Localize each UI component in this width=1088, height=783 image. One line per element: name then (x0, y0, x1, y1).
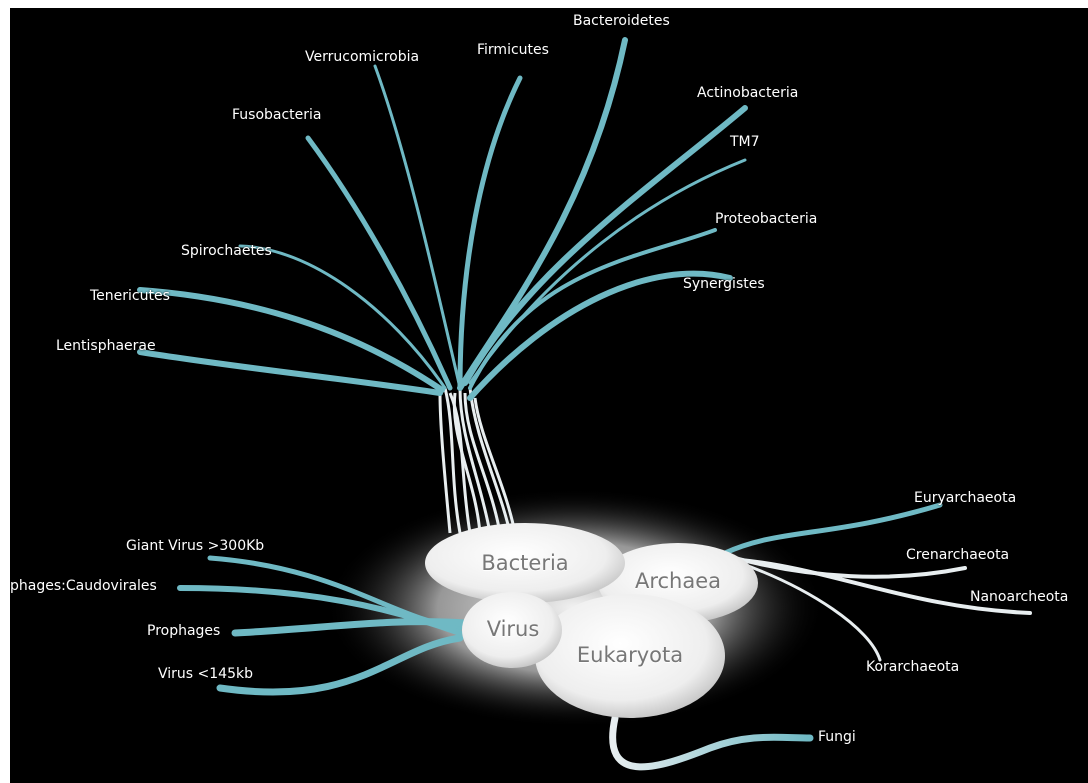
branch-proteobacteria (468, 228, 717, 390)
tree-of-life-diagram: Bacteria Archaea Virus Eukaryota Bactero… (10, 8, 1088, 783)
branches-layer (137, 37, 1032, 771)
label-verrucomicrobia: Verrucomicrobia (305, 49, 420, 65)
label-firmicutes: Firmicutes (477, 42, 549, 58)
branch-tenericutes (137, 287, 445, 393)
label-fusobacteria: Fusobacteria (232, 107, 322, 123)
branch-synergistes (467, 270, 733, 401)
label-proteobacteria: Proteobacteria (715, 211, 818, 227)
branch-spirochaetes (238, 244, 447, 390)
branch-fusobacteria (305, 135, 453, 391)
label-spirochaetes: Spirochaetes (181, 243, 272, 259)
label-fungi: Fungi (818, 729, 856, 745)
domain-virus-label: Virus (486, 617, 540, 641)
branch-korarchaeota (738, 561, 882, 662)
label-virus-small: Virus <145kb (158, 666, 253, 682)
label-nanoarcheota: Nanoarcheota (970, 589, 1069, 605)
branch-actinobacteria (462, 105, 748, 386)
branch-nanoarcheota (738, 558, 1032, 615)
label-giant-virus: Giant Virus >300Kb (126, 538, 265, 554)
branch-lentisphaerae (137, 349, 443, 396)
virus-blob (462, 592, 562, 668)
branch-euryarchaeota (722, 502, 943, 556)
label-bacteroidetes: Bacteroidetes (573, 13, 670, 29)
bacteria-blob (425, 523, 625, 603)
domain-archaea-label: Archaea (634, 569, 722, 593)
label-actinobacteria: Actinobacteria (697, 85, 799, 101)
eukaryota-blob (535, 594, 725, 718)
label-korarchaeota: Korarchaeota (866, 659, 960, 675)
branch-bacteroidetes (457, 37, 628, 391)
domain-eukaryota-label: Eukaryota (576, 643, 684, 667)
label-synergistes: Synergistes (683, 276, 765, 292)
branch-prophages (231, 618, 469, 637)
label-euryarchaeota: Euryarchaeota (914, 490, 1017, 506)
branch-fungi (609, 714, 814, 771)
branch-firmicutes (457, 75, 523, 391)
branch-virus-small (216, 634, 464, 696)
label-caudovirales: phages:Caudovirales (10, 578, 157, 594)
branch-verrucomicrobia (373, 64, 462, 390)
label-prophages: Prophages (147, 623, 221, 639)
label-tm7: TM7 (730, 134, 760, 150)
label-tenericutes: Tenericutes (90, 288, 170, 304)
label-lentisphaerae: Lentisphaerae (56, 338, 156, 354)
domain-bacteria-label: Bacteria (481, 551, 569, 575)
label-crenarchaeota: Crenarchaeota (906, 547, 1010, 563)
bacteria-trunk (438, 387, 517, 534)
